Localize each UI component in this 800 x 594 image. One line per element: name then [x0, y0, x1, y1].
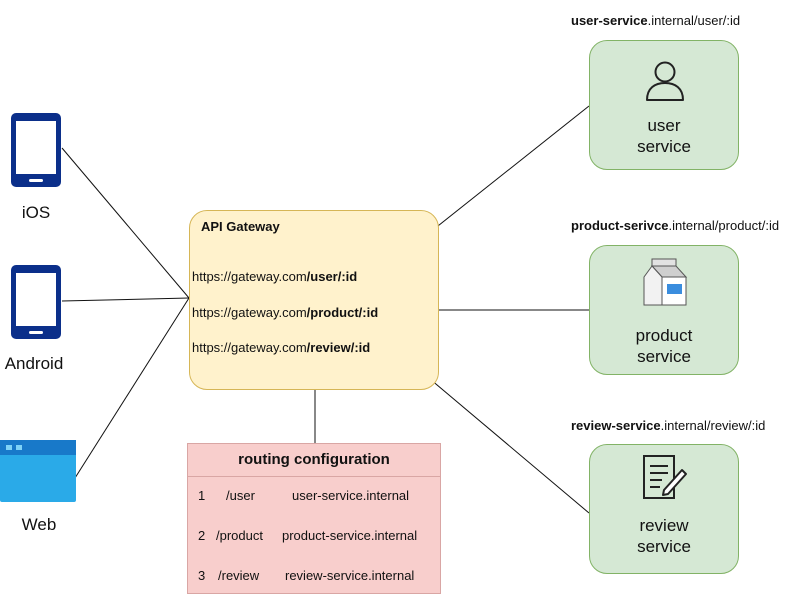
routing-row-number: 3: [198, 568, 206, 583]
routing-row-number: 2: [198, 528, 206, 543]
android-phone-icon: [11, 265, 61, 339]
api-gateway-box: API Gateway https://gateway.com/user/:id…: [189, 210, 439, 390]
review-service-box: review service: [589, 444, 739, 574]
routing-row-target: product-service.internal: [282, 528, 418, 543]
ios-phone-icon: [11, 113, 61, 187]
routing-title: routing configuration: [188, 444, 440, 477]
document-pencil-icon: [643, 455, 687, 499]
service-host: product-serivce: [571, 218, 669, 233]
route-path: /review/:id: [306, 340, 371, 355]
product-service-url: product-serivce.internal/product/:id: [571, 218, 779, 233]
routing-row-path: /review: [218, 568, 260, 583]
user-person-icon: [646, 61, 684, 101]
user-service-box: user service: [589, 40, 739, 170]
user-service-url: user-service.internal/user/:id: [571, 13, 740, 28]
route-path: /product/:id: [306, 305, 379, 320]
review-service-url: review-service.internal/review/:id: [571, 418, 765, 433]
service-name-line2: service: [637, 137, 691, 156]
android-to-gateway-line: [61, 297, 190, 302]
gateway-title: API Gateway: [201, 219, 280, 234]
routing-row-target: review-service.internal: [285, 568, 415, 583]
client-label-web: Web: [21, 515, 57, 534]
route-prefix: https://gateway.com: [192, 340, 307, 355]
routing-row-path: /user: [226, 488, 255, 503]
routing-configuration-table: routing configuration 1 /user user-servi…: [187, 443, 441, 594]
routing-row-number: 1: [198, 488, 206, 503]
service-name-line1: review: [639, 516, 689, 535]
browser-window-icon: [0, 440, 76, 502]
gateway-route-user: https://gateway.com/user/:id: [192, 269, 357, 284]
ios-to-gateway-line: [61, 147, 190, 299]
route-prefix: https://gateway.com: [192, 305, 307, 320]
route-prefix: https://gateway.com: [192, 269, 307, 284]
service-name-line2: service: [637, 347, 691, 366]
service-name-line1: user: [647, 116, 681, 135]
milk-carton-icon: [643, 258, 688, 306]
service-host: review-service: [571, 418, 661, 433]
product-service-box: product service: [589, 245, 739, 375]
service-host: user-service: [571, 13, 648, 28]
web-to-gateway-line: [74, 297, 190, 479]
service-path: .internal/user/:id: [647, 13, 741, 28]
routing-row-target: user-service.internal: [292, 488, 410, 503]
service-name-line2: service: [637, 537, 691, 556]
client-label-android: Android: [4, 354, 64, 373]
gateway-route-review: https://gateway.com/review/:id: [192, 340, 370, 355]
service-name-line1: product: [635, 326, 693, 345]
service-path: .internal/product/:id: [668, 218, 780, 233]
client-label-ios: iOS: [21, 203, 51, 222]
route-path: /user/:id: [306, 269, 358, 284]
routing-row-path: /product: [216, 528, 263, 543]
service-path: .internal/review/:id: [660, 418, 766, 433]
gateway-route-product: https://gateway.com/product/:id: [192, 305, 378, 320]
